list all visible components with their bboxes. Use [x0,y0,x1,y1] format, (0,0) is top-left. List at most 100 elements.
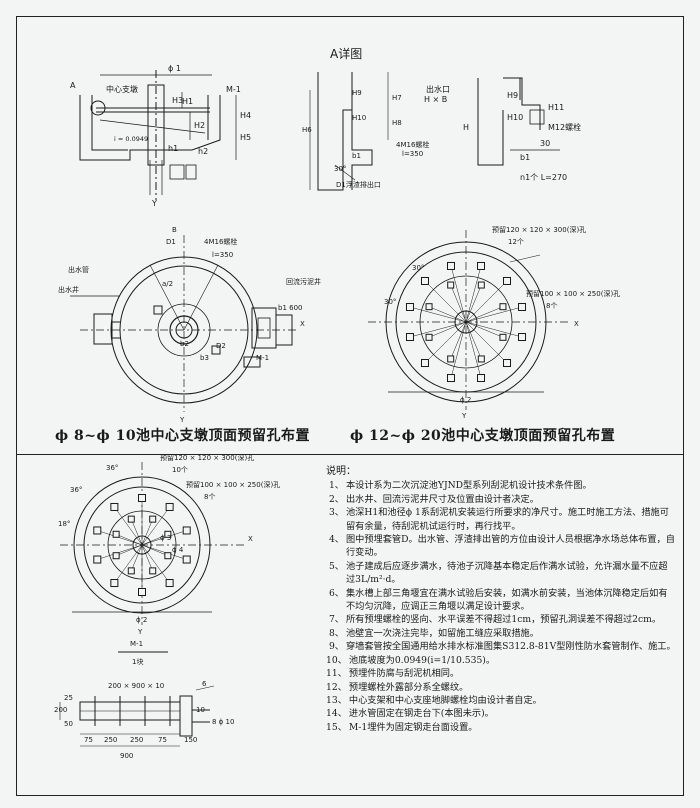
label-m-phi4: ϕ 4 [172,546,184,554]
label-m-angle2: 36° [70,486,82,494]
hole-100 [499,333,507,341]
section-elevation [79,70,237,200]
hole-120 [477,374,486,383]
label-r-count: n1个 L=270 [520,173,567,182]
radial-line [116,534,143,546]
hole-100 [477,281,485,289]
m1-d10: 10 [196,706,205,714]
hole-120 [182,526,191,535]
label-r-b1: b1 [520,153,530,162]
hole-100 [447,355,455,363]
label-r-h: H [463,123,469,132]
label-a-angle: 30° [334,165,346,173]
label-m-x: X [248,535,253,543]
hole-120 [446,261,455,270]
hole-120 [138,588,146,596]
label-slope: i = 0.0949 [114,135,148,143]
hole-120 [518,333,527,342]
note-item: 3、池深H1和池径ϕ 1系刮泥机安装运行所要求的净尺寸。施工时施工方法、措施可留… [326,506,676,533]
note-number: 12、 [326,681,347,693]
label-s-spacing: l=350 [212,251,233,259]
label-m-phi2: ϕ 2 [136,616,147,624]
hole-120 [93,555,102,564]
hole-120 [420,276,429,285]
hole-120 [110,579,119,588]
note-number: 3、 [328,507,344,519]
label-h2-small: h2 [198,147,208,156]
note-number: 5、 [328,560,344,572]
note-text: M-1埋件为固定钢走台面设置。 [348,721,478,733]
label-l-x: X [574,320,579,328]
hole-100 [499,303,507,311]
label-m-angle1: 36° [106,464,118,472]
note-number: 4、 [328,534,344,546]
note-text: 本设计系为二次沉淀池YJND型系列刮泥机设计技术条件图。 [346,480,592,492]
label-m-count-a: 10个 [172,466,188,474]
hole-120 [446,374,455,383]
label-outlet-well: 出水井 [58,285,79,294]
label-h5: H5 [240,133,251,142]
radial-line [450,265,467,323]
hole-100 [127,567,135,575]
label-outlet: 出水口 [426,84,450,94]
radial-line [141,519,153,546]
note-text: 中心支架和中心支座地脚螺栓均由设计者自定。 [348,694,542,706]
hole-100 [164,530,172,538]
radial-line [141,530,187,546]
m1-detail [59,651,215,747]
hole-120 [518,302,527,311]
label-b: B [172,226,177,234]
radial-line [141,544,153,571]
radial-line [424,280,467,323]
hole-100 [164,552,172,560]
hole-100 [127,515,135,523]
note-item: 14、进水管固定在钢走台下(本图未示)。 [326,707,676,720]
radial-line [465,321,482,360]
hole-120 [405,302,414,311]
hole-100 [425,303,433,311]
label-m-hole-a: 预留120 × 120 × 300(深)孔 [160,453,254,462]
hole-120 [420,359,429,368]
label-a-h7: H7 [392,94,402,102]
m1-d50: 50 [64,720,73,728]
note-item: 12、预埋螺栓外露部分系全螺纹。 [326,681,676,694]
radial-line [97,544,143,560]
label-l-hole-b: 预留100 × 100 × 250(深)孔 [526,289,620,298]
note-number: 2、 [328,493,344,505]
hole-120 [165,579,174,588]
radial-line [131,519,143,546]
hole-100 [112,552,120,560]
label-l-angle2: 30° [384,298,396,306]
label-r-h9: H9 [507,91,518,100]
a-detail-title: A详图 [330,46,362,61]
hole-100 [149,515,157,523]
m1-d25: 25 [64,694,73,702]
m1-d250b: 250 [130,736,143,744]
label-s-x: X [300,320,305,328]
label-hxb: H × B [424,95,447,104]
radial-line [114,506,143,546]
note-item: 11、预埋件防腐与刮泥机相同。 [326,667,676,680]
label-l-count-a: 12个 [508,238,524,246]
label-a2: a/2 [162,280,173,288]
hole-120 [165,502,174,511]
note-text: 穿墙套管按全国通用给水排水标准图集S312.8-81V型刚性防水套管制作、施工。 [346,641,676,653]
label-a-b1: b1 [352,152,361,160]
radial-line [116,544,143,556]
label-a-spacing: l=350 [402,150,423,158]
hole-100 [477,355,485,363]
label-r-h10: H10 [507,113,523,122]
note-item: 8、池壁宜一次浇注完毕，如留施工缝应采取措施。 [326,627,676,640]
radial-line [428,306,467,323]
label-l-angle1: 30° [412,264,424,272]
m1-d900: 900 [120,752,133,760]
drawing-frame [16,16,684,796]
plan-small [70,235,296,412]
a-detail-left [309,72,389,191]
label-s-bolt: 4M16螺栓 [204,237,237,246]
m1-subtitle: 1块 [132,657,143,666]
caption-large-plan: ϕ 12~ϕ 20池中心支墩顶面预留孔布置 [350,428,616,444]
label-l-phi2: ϕ 2 [460,396,471,404]
radial-line [465,321,504,338]
